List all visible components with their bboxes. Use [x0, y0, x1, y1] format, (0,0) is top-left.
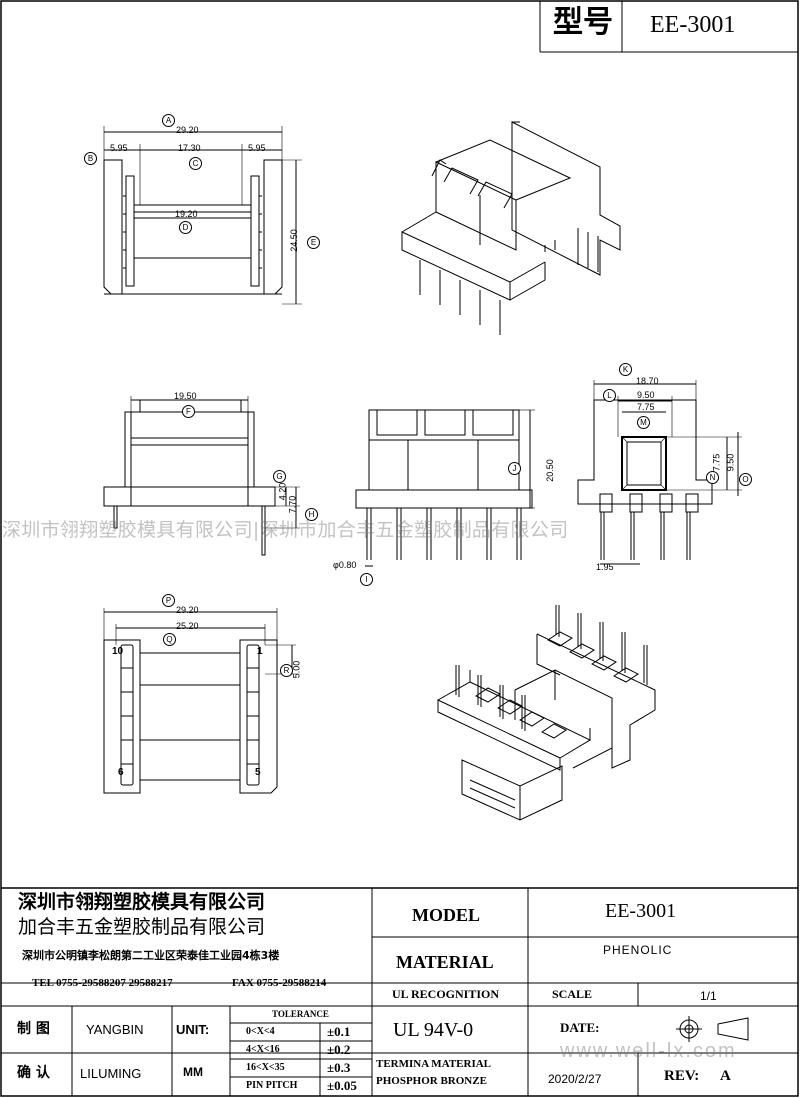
company-name-1: 深圳市翎翔塑胶模具有限公司 [18, 891, 266, 913]
dim-g-marker: G [273, 470, 286, 483]
pin-label-1: 1 [257, 646, 263, 657]
draw-label: 制 图 [17, 1021, 50, 1037]
dim-d-marker: D [179, 221, 192, 234]
top-view-drawing [103, 126, 302, 305]
dim-l-value: 9.50 [637, 390, 655, 400]
company-name-2: 加合丰五金塑胶制品有限公司 [18, 916, 266, 938]
tolerance-label: TOLERANCE [272, 1009, 329, 1019]
rev-value: A [720, 1068, 731, 1084]
dim-h-value: 7.70 [287, 495, 298, 514]
dim-k-marker: K [619, 363, 632, 376]
bottom-view-drawing [103, 608, 296, 794]
unit-label: UNIT: [176, 1022, 210, 1037]
dim-j-value: 20.50 [544, 459, 555, 482]
tolerance-value: ±0.2 [327, 1042, 351, 1057]
pin-label-6: 6 [118, 767, 124, 778]
dim-j-marker: J [508, 462, 521, 475]
company-fax: FAX 0755-29588214 [232, 977, 327, 989]
unit-value: MM [183, 1065, 203, 1079]
scale-value: 1/1 [700, 989, 717, 1003]
tolerance-value: ±0.05 [327, 1078, 357, 1093]
dim-k-value: 18.70 [636, 376, 659, 386]
dim-q-marker: Q [163, 633, 176, 646]
confirm-label: 确 认 [17, 1065, 50, 1081]
dim-q-value: 25.20 [176, 621, 199, 631]
dim-f-value: 19.50 [174, 391, 197, 401]
terminal-material-line2: PHOSPHOR BRONZE [376, 1075, 487, 1087]
tolerance-range: 4<X<16 [246, 1044, 280, 1055]
side-view-drawing [103, 396, 300, 556]
draw-name: YANGBIN [86, 1022, 144, 1037]
pin-label-5: 5 [255, 767, 261, 778]
dim-r-value: 5.00 [291, 660, 302, 679]
model-label: MODEL [412, 905, 481, 925]
dim-a-value: 29.20 [176, 125, 199, 135]
dim-n-marker: N [706, 471, 719, 484]
dim-h-marker: H [305, 508, 318, 521]
title-block-grid [1, 887, 798, 1096]
dim-p-marker: P [162, 594, 175, 607]
dim-c-value: 17.30 [178, 143, 201, 153]
material-value: PHENOLIC [603, 943, 673, 957]
terminal-material-line1: TERMINA MATERIAL [376, 1058, 492, 1070]
company-address: 深圳市公明镇李松朗第二工业区荣泰佳工业园4栋3楼 [22, 949, 280, 962]
header-model-label: 型号 [553, 5, 613, 40]
dim-m-value: 7.75 [637, 402, 655, 412]
front-view-drawing [355, 409, 535, 567]
watermark-center: 深圳市翎翔塑胶模具有限公司|深圳市加合丰五金塑胶制品有限公司 [2, 519, 569, 541]
pin-label-10: 10 [112, 646, 124, 657]
tolerance-range: PIN PITCH [246, 1080, 298, 1091]
ul-value: UL 94V-0 [393, 1019, 474, 1041]
dim-r-marker: R [280, 664, 293, 677]
tolerance-value: ±0.1 [327, 1024, 351, 1039]
date-label: DATE: [560, 1020, 600, 1035]
dim-i-marker: I [360, 573, 373, 586]
dim-g-value: 4.20 [277, 482, 288, 501]
dim-o-marker: O [739, 473, 752, 486]
dim-p-value: 29.20 [176, 605, 199, 615]
dim-i-value: φ0.80 [333, 560, 357, 570]
rev-label: REV: [664, 1068, 700, 1084]
dim-e-marker: E [307, 236, 320, 249]
header-model-value: EE-3001 [650, 12, 736, 38]
dim-b-right-value: 5.95 [248, 143, 266, 153]
dim-pitch-value: 1.95 [596, 562, 614, 572]
tolerance-range: 0<X<4 [246, 1026, 275, 1037]
watermark-bottom: www.well-lx.com [560, 1040, 737, 1062]
dim-n-value: 7.75 [711, 453, 722, 472]
section-view-drawing [577, 380, 742, 565]
dim-l-marker: L [603, 389, 616, 402]
scale-label: SCALE [552, 987, 593, 1001]
confirm-name: LILUMING [80, 1066, 142, 1081]
dim-m-marker: M [637, 416, 650, 429]
ul-recognition-label: UL RECOGNITION [392, 987, 500, 1001]
iso-view-2-drawing [437, 605, 656, 821]
dim-b-left-value: 5.95 [110, 143, 128, 153]
tolerance-range: 16<X<35 [246, 1062, 285, 1073]
dim-a-marker: A [162, 114, 175, 127]
dim-c-marker: C [189, 157, 202, 170]
date-value: 2020/2/27 [548, 1072, 602, 1086]
model-value: EE-3001 [605, 900, 677, 922]
projection-symbol-icon [676, 1016, 749, 1042]
dim-b-marker: B [84, 152, 97, 165]
dim-d-value: 19.20 [175, 209, 198, 219]
company-tel: TEL 0755-29588207 29588217 [32, 977, 173, 989]
iso-view-1-drawing [401, 121, 621, 335]
tolerance-value: ±0.3 [327, 1060, 351, 1075]
dim-e-value: 24.50 [288, 229, 299, 252]
material-label: MATERIAL [396, 952, 494, 972]
header-box [539, 1, 798, 53]
dim-f-marker: F [182, 405, 195, 418]
dim-o-value: 9.50 [725, 453, 736, 472]
